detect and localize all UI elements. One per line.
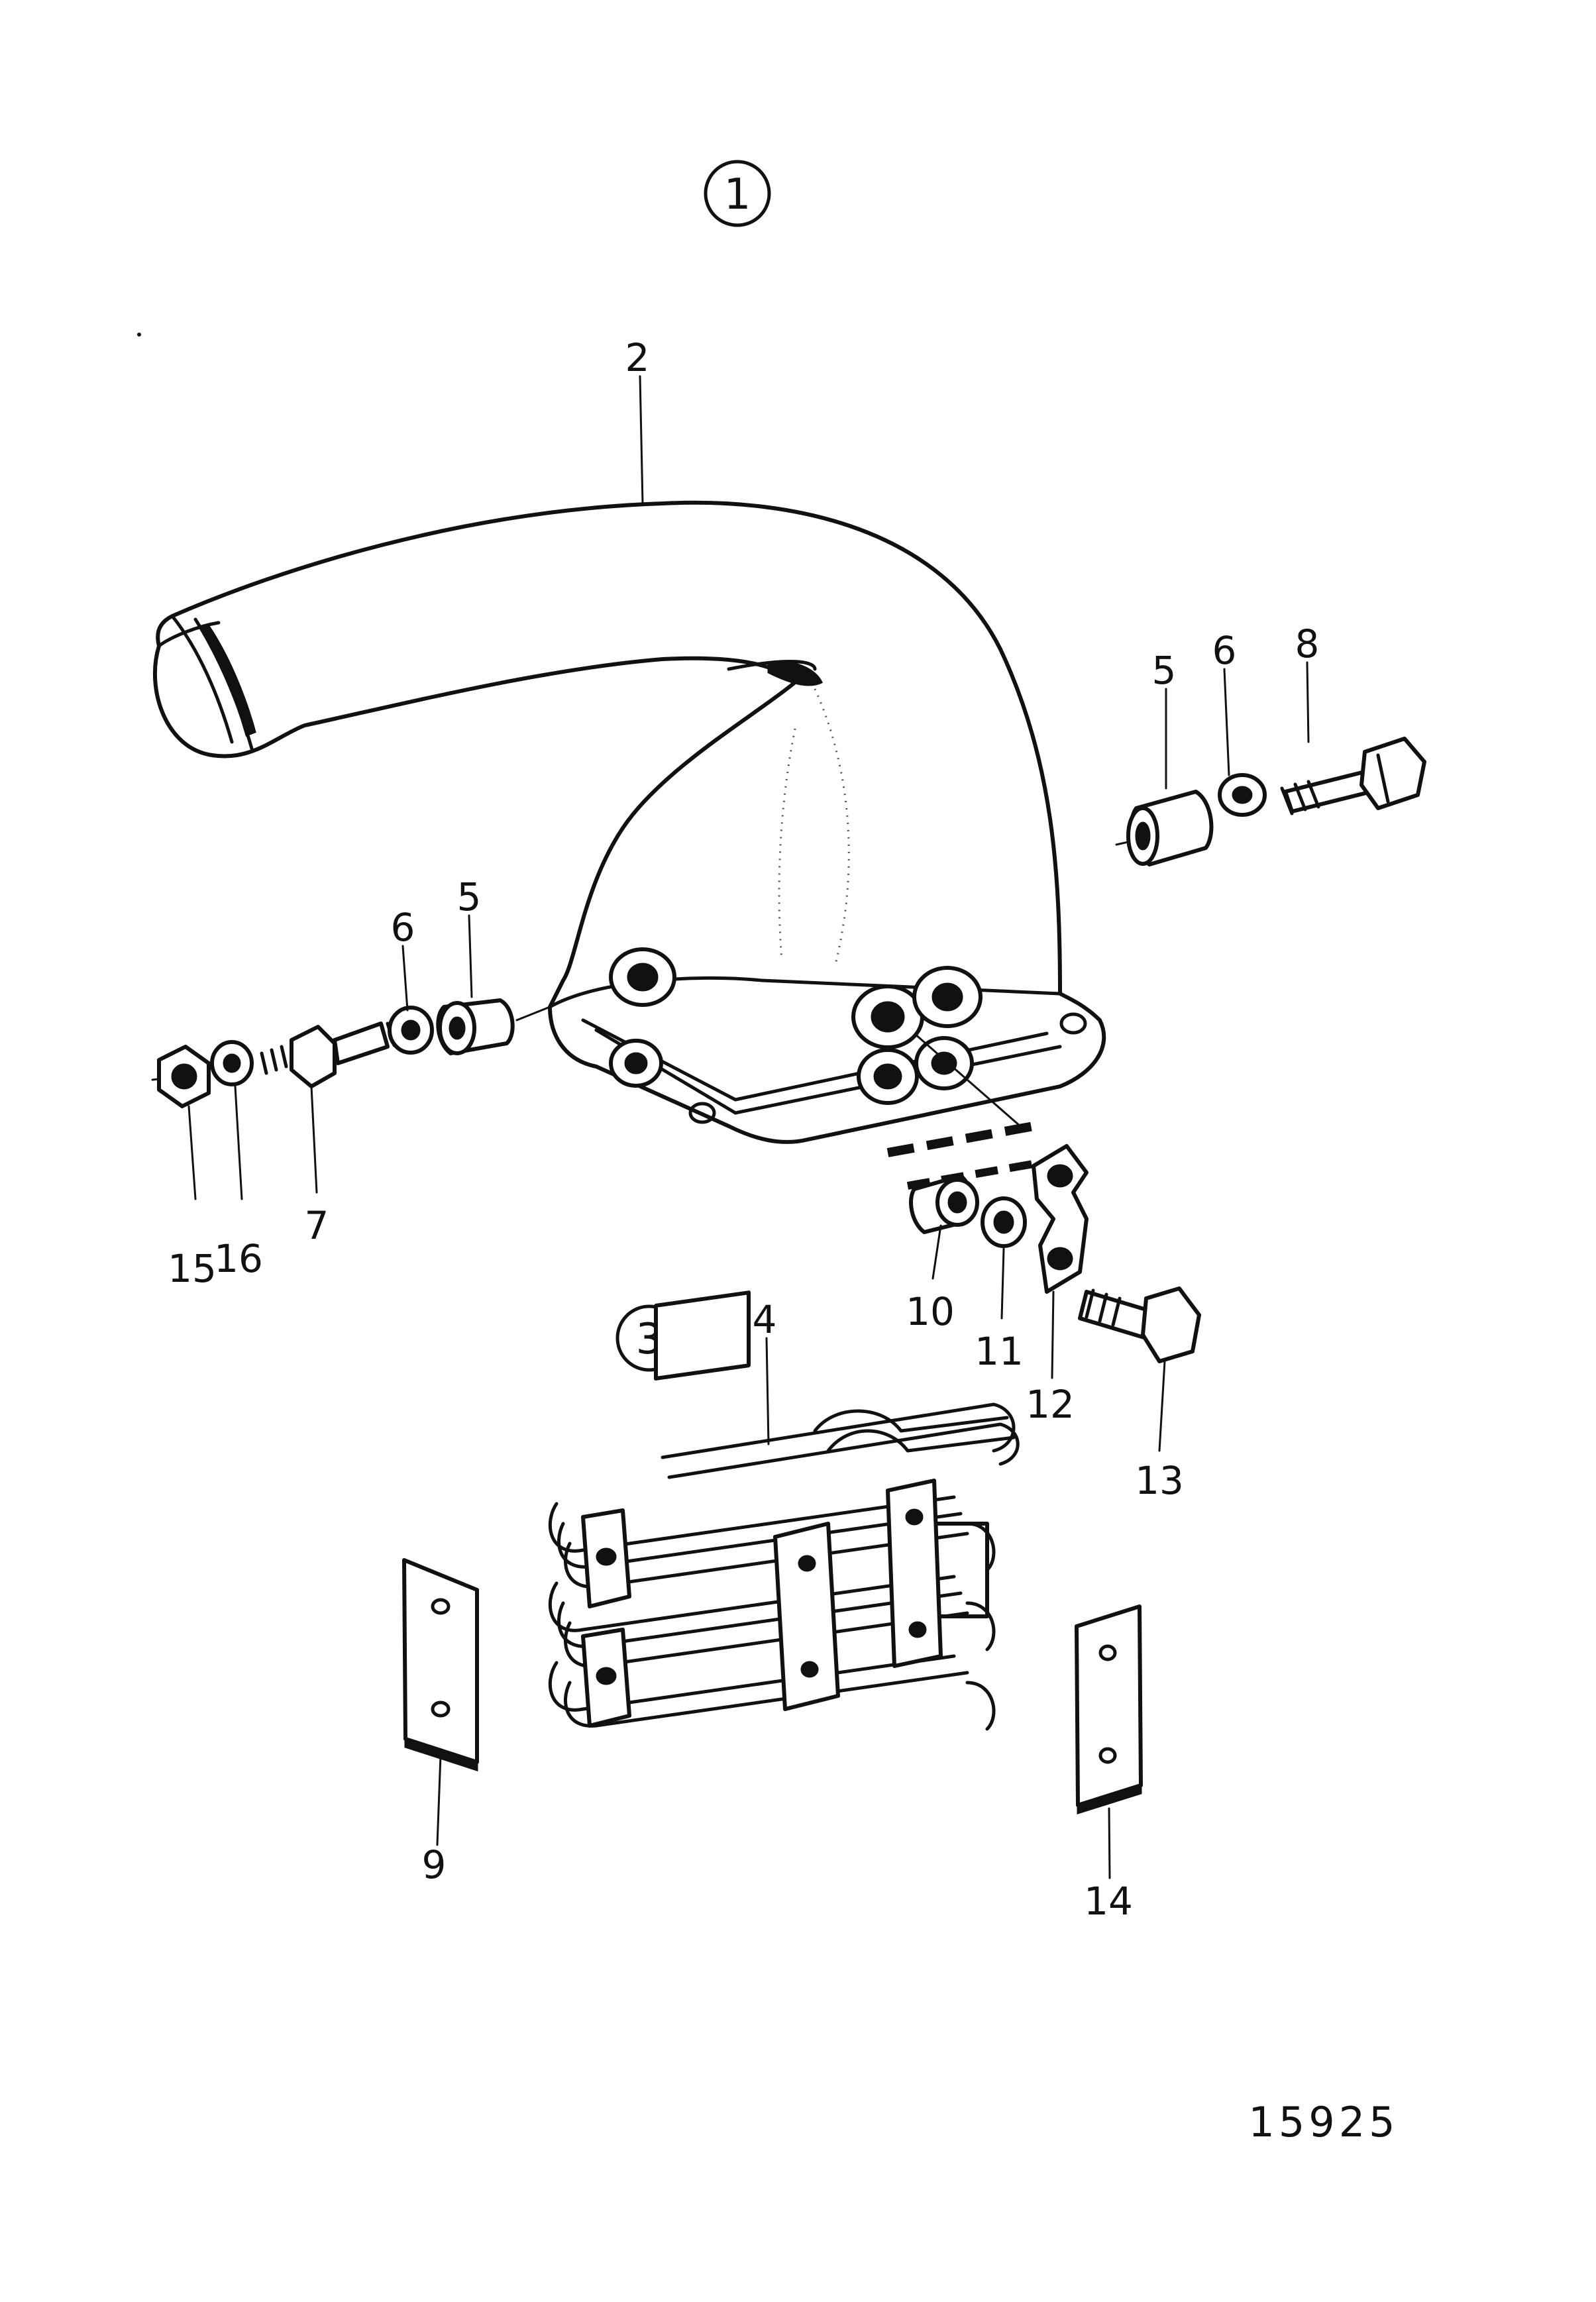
callout-15: 15 <box>168 1246 217 1291</box>
callout-12: 12 <box>1026 1382 1075 1427</box>
callout-9: 9 <box>422 1842 447 1887</box>
callout-4: 4 <box>753 1297 777 1342</box>
assembly-callout-1: 1 <box>704 160 771 227</box>
bracket-plate-9 <box>402 1558 479 1772</box>
left-mounting-stud-set <box>151 998 551 1108</box>
callout-2: 2 <box>625 335 650 380</box>
callout-16: 16 <box>214 1236 263 1281</box>
callout-7: 7 <box>305 1203 329 1248</box>
tube-stack-insert <box>548 1290 1020 1731</box>
callout-8: 8 <box>1295 621 1320 666</box>
right-mounting-bolt-set <box>1115 737 1426 866</box>
callout-labels: 2 5 6 8 6 5 7 15 16 10 11 12 13 4 9 14 <box>168 335 1319 1924</box>
callout-11: 11 <box>975 1329 1024 1374</box>
callout-10: 10 <box>906 1289 955 1334</box>
speck <box>137 333 141 337</box>
callout-14: 14 <box>1084 1879 1133 1924</box>
drawing-number: 15925 <box>1248 2098 1399 2146</box>
callout-5-right: 5 <box>1152 648 1177 693</box>
callout-6-left: 6 <box>391 905 415 950</box>
callout-6-right: 6 <box>1212 628 1237 673</box>
callout-1-label: 1 <box>724 170 751 219</box>
exhaust-elbow <box>152 500 1106 1144</box>
leader-lines <box>187 375 1310 1879</box>
bracket-plate-14 <box>1075 1604 1143 1815</box>
flange-gasket <box>886 1032 1061 1190</box>
bottom-bolt-set <box>909 1144 1201 1363</box>
callout-13: 13 <box>1135 1458 1184 1503</box>
callout-5-left: 5 <box>457 874 482 919</box>
